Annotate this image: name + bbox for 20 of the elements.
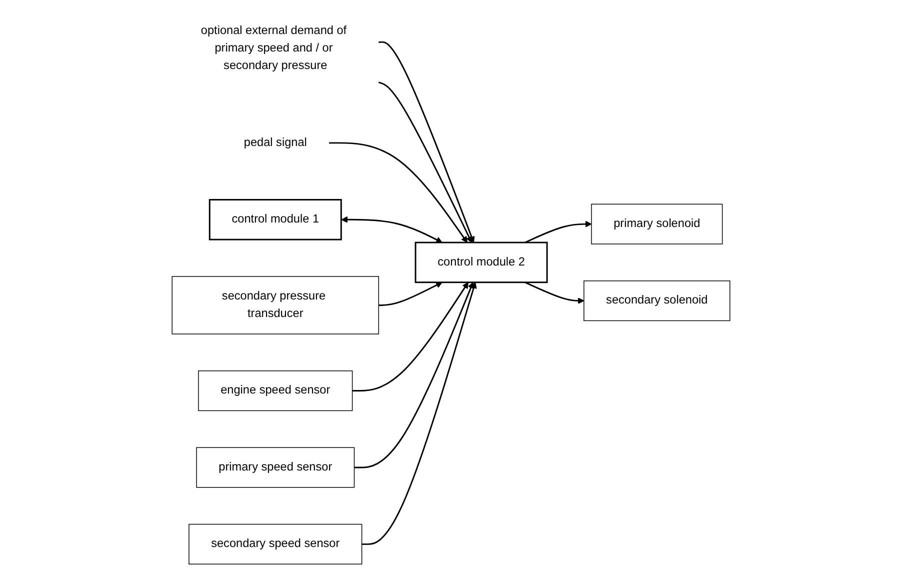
arrow bbox=[378, 41, 475, 243]
node-box: control module 2 bbox=[414, 242, 548, 284]
node-box: secondary pressure transducer bbox=[172, 276, 380, 334]
arrow bbox=[341, 216, 442, 243]
node-box: secondary solenoid bbox=[584, 280, 730, 322]
arrow bbox=[524, 282, 584, 304]
node-text: optional external demand of primary speed and / or secondary pressure bbox=[200, 24, 347, 72]
arrow bbox=[362, 282, 477, 545]
arrow bbox=[378, 282, 442, 306]
arrow bbox=[378, 82, 472, 243]
arrow bbox=[524, 220, 592, 244]
node-box: engine speed sensor bbox=[198, 370, 353, 412]
node-box: secondary speed sensor bbox=[188, 524, 362, 564]
node-box: control module 1 bbox=[208, 198, 342, 240]
node-box: primary speed sensor bbox=[196, 447, 355, 488]
node-text: pedal signal bbox=[244, 136, 307, 149]
arrow bbox=[352, 282, 469, 392]
arrow bbox=[329, 142, 468, 243]
arrow bbox=[354, 282, 474, 468]
node-box: primary solenoid bbox=[591, 204, 723, 244]
